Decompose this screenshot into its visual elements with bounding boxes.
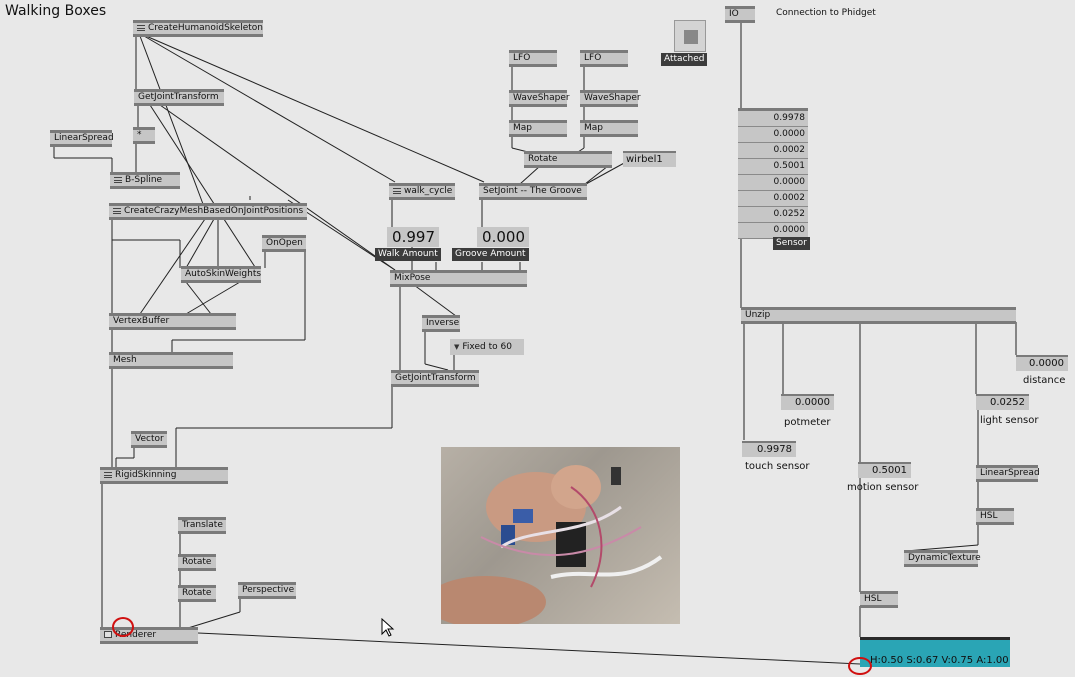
node-create-crazy-mesh[interactable]: CreateCrazyMeshBasedOnJointPositions [109, 203, 307, 220]
node-on-open[interactable]: OnOpen [262, 235, 306, 252]
node-waveshaper[interactable]: WaveShaper [509, 90, 570, 107]
highlight-circle [848, 657, 872, 675]
node-mesh[interactable]: Mesh [109, 352, 233, 369]
node-rigid-skinning[interactable]: RigidSkinning [100, 467, 228, 484]
sensor-row[interactable]: 0.9978 [738, 111, 808, 127]
node-multiply[interactable]: * [133, 127, 155, 144]
node-vector[interactable]: Vector [131, 431, 167, 448]
connection-label: Connection to Phidget [776, 8, 876, 18]
node-hsl[interactable]: HSL [976, 508, 1014, 525]
fixed-to-60-dropdown[interactable]: Fixed to 60 [450, 339, 524, 355]
node-set-joint-groove[interactable]: SetJoint -- The Groove [479, 183, 587, 200]
toggle-indicator [684, 30, 698, 44]
node-walk-cycle[interactable]: walk_cycle [389, 183, 455, 200]
touch-sensor-label: touch sensor [745, 461, 810, 472]
sensor-label: Sensor [773, 237, 810, 250]
walk-amount-label: Walk Amount [375, 248, 441, 261]
sensor-row[interactable]: 0.0002 [738, 143, 808, 159]
attached-label: Attached [661, 53, 708, 66]
potmeter-label: potmeter [784, 417, 831, 428]
color-readout: H:0.50 S:0.67 V:0.75 A:1.00 [870, 655, 1009, 666]
node-rotate[interactable]: Rotate [178, 585, 216, 602]
node-linear-spread[interactable]: LinearSpread [976, 465, 1040, 482]
sensor-row[interactable]: 0.0252 [738, 207, 808, 223]
touch-sensor-value[interactable]: 0.9978 [742, 441, 796, 457]
walk-amount-value[interactable]: 0.997 [387, 227, 439, 247]
highlight-circle [112, 617, 134, 637]
node-hsl[interactable]: HSL [860, 591, 898, 608]
node-bspline[interactable]: B-Spline [110, 172, 180, 189]
node-get-joint-transform[interactable]: GetJointTransform [391, 370, 479, 387]
groove-amount-value[interactable]: 0.000 [477, 227, 529, 247]
node-waveshaper[interactable]: WaveShaper [580, 90, 641, 107]
node-perspective[interactable]: Perspective [238, 582, 296, 599]
node-map[interactable]: Map [509, 120, 567, 137]
wirbel-value[interactable]: wirbel1 [623, 151, 676, 167]
node-mixpose[interactable]: MixPose [390, 270, 527, 287]
distance-value[interactable]: 0.0000 [1016, 355, 1068, 371]
potmeter-value[interactable]: 0.0000 [781, 394, 834, 410]
sensor-row[interactable]: 0.0002 [738, 191, 808, 207]
node-lfo[interactable]: LFO [509, 50, 557, 67]
node-unzip[interactable]: Unzip [741, 307, 1016, 324]
node-linear-spread[interactable]: LinearSpread [50, 130, 114, 147]
sensor-row[interactable]: 0.0000 [738, 175, 808, 191]
node-io[interactable]: IO [725, 6, 755, 23]
attached-toggle[interactable] [674, 20, 706, 52]
distance-label: distance [1023, 375, 1066, 386]
renderer-video-preview [441, 447, 680, 624]
node-rotate[interactable]: Rotate [524, 151, 612, 168]
mouse-cursor-icon [381, 618, 395, 637]
color-swatch[interactable] [860, 637, 1010, 667]
motion-sensor-label: motion sensor [847, 482, 919, 493]
sensor-row[interactable]: 0.5001 [738, 159, 808, 175]
node-get-joint-transform[interactable]: GetJointTransform [134, 89, 224, 106]
node-translate[interactable]: Translate [178, 517, 226, 534]
motion-sensor-value[interactable]: 0.5001 [858, 462, 911, 478]
sensor-values-table[interactable]: 0.9978 0.0000 0.0002 0.5001 0.0000 0.000… [738, 108, 808, 239]
node-auto-skin-weights[interactable]: AutoSkinWeights [181, 266, 261, 283]
light-sensor-label: light sensor [980, 415, 1039, 426]
node-dynamic-texture[interactable]: DynamicTexture [904, 550, 981, 567]
groove-amount-label: Groove Amount [452, 248, 529, 261]
patch-title: Walking Boxes [5, 3, 107, 19]
node-map[interactable]: Map [580, 120, 638, 137]
light-sensor-value[interactable]: 0.0252 [976, 394, 1029, 410]
sensor-row[interactable]: 0.0000 [738, 127, 808, 143]
node-lfo[interactable]: LFO [580, 50, 628, 67]
node-rotate[interactable]: Rotate [178, 554, 216, 571]
node-inverse[interactable]: Inverse [422, 315, 460, 332]
node-vertex-buffer[interactable]: VertexBuffer [109, 313, 236, 330]
node-create-humanoid-skeleton[interactable]: CreateHumanoidSkeleton [133, 20, 263, 37]
